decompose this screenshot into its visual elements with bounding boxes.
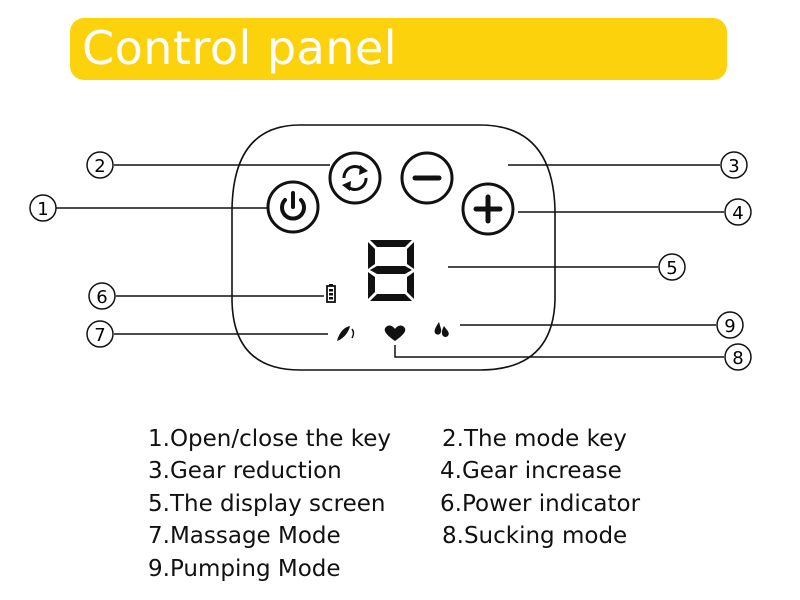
legend-item-4: 4.Gear increase <box>440 458 622 484</box>
leader-line-8 <box>394 345 724 358</box>
title-banner: Control panel <box>70 18 727 80</box>
drops-icon <box>434 322 449 337</box>
power-icon <box>280 191 306 221</box>
callout-label: 3 <box>728 156 739 177</box>
legend-item-9: 9.Pumping Mode <box>148 556 341 582</box>
cycle-icon <box>342 165 368 191</box>
callout-1: 1 <box>29 194 57 222</box>
callout-2: 2 <box>86 151 114 179</box>
callout-label: 5 <box>666 258 677 279</box>
legend-item-2: 2.The mode key <box>442 426 627 452</box>
power-button[interactable] <box>266 180 320 234</box>
callout-5: 5 <box>658 253 686 281</box>
battery-icon <box>326 284 336 303</box>
callout-3: 3 <box>720 151 748 179</box>
minus-button[interactable] <box>400 151 454 205</box>
callout-6: 6 <box>88 282 116 310</box>
callout-8: 8 <box>724 343 752 371</box>
callout-4: 4 <box>724 198 752 226</box>
callout-9: 9 <box>716 311 744 339</box>
legend-item-8: 8.Sucking mode <box>442 523 628 549</box>
callout-label: 1 <box>37 199 48 220</box>
callouts: 1 2 3 4 5 6 7 8 <box>29 151 752 371</box>
legend-item-1: 1.Open/close the key <box>148 426 391 452</box>
callout-label: 9 <box>724 316 735 337</box>
callout-label: 7 <box>94 325 105 346</box>
plus-icon <box>473 194 503 224</box>
callout-label: 8 <box>732 348 743 369</box>
legend-item-3: 3.Gear reduction <box>148 458 342 484</box>
callout-label: 4 <box>732 203 743 224</box>
panel-outline <box>231 124 556 371</box>
heart-icon <box>384 325 406 341</box>
seven-segment-display <box>368 240 414 301</box>
page-title: Control panel <box>82 21 398 75</box>
leader-lines <box>56 164 724 358</box>
massage-icon <box>337 326 355 341</box>
plus-button[interactable] <box>461 182 515 236</box>
legend-item-6: 6.Power indicator <box>440 491 641 517</box>
callout-label: 6 <box>96 287 107 308</box>
mode-button[interactable] <box>328 151 382 205</box>
legend-item-5: 5.The display screen <box>148 491 386 517</box>
callout-label: 2 <box>94 156 105 177</box>
legend-item-7: 7.Massage Mode <box>148 523 341 549</box>
callout-7: 7 <box>86 320 114 348</box>
